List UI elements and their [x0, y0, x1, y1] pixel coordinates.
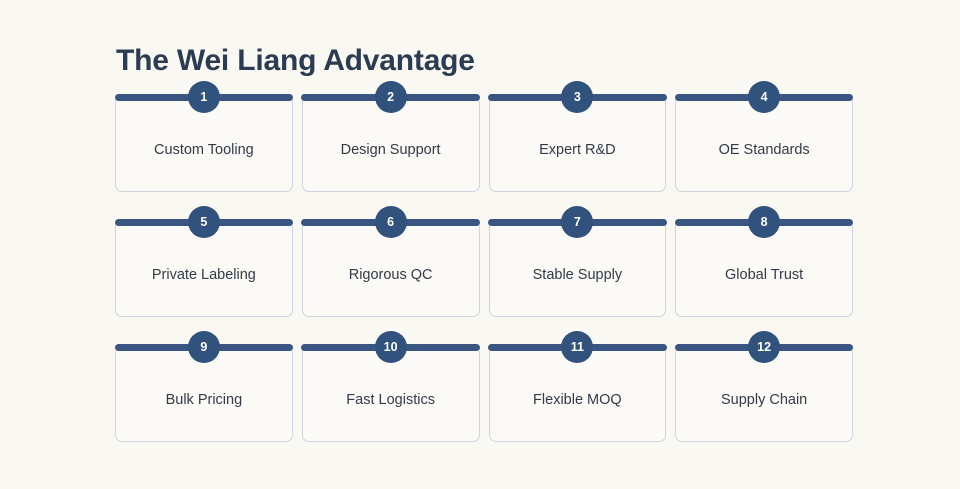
card-label: Flexible MOQ	[533, 392, 622, 408]
card-number-badge: 5	[187, 206, 220, 238]
card-label: Expert R&D	[539, 142, 616, 158]
card-label: Bulk Pricing	[165, 392, 243, 408]
advantage-card[interactable]: 6 Rigorous QC	[301, 206, 480, 317]
card-label: Private Labeling	[151, 267, 256, 283]
advantage-card[interactable]: 2 Design Support	[301, 81, 480, 192]
card-label: Fast Logistics	[346, 392, 435, 408]
card-label: Stable Supply	[532, 267, 623, 283]
card-number-badge: 1	[187, 81, 220, 113]
card-number-badge: 6	[374, 206, 407, 238]
card-label: Design Support	[340, 142, 441, 158]
card-number-badge: 2	[374, 81, 407, 113]
card-label: Custom Tooling	[154, 142, 254, 158]
card-number-badge: 4	[748, 81, 781, 113]
card-label: Supply Chain	[721, 392, 808, 408]
advantage-card[interactable]: 10 Fast Logistics	[301, 331, 480, 442]
advantage-card[interactable]: 8 Global Trust	[674, 206, 854, 317]
card-number-badge: 11	[561, 331, 594, 363]
advantage-card[interactable]: 1 Custom Tooling	[114, 81, 294, 192]
card-number-badge: 10	[374, 331, 407, 363]
advantage-card[interactable]: 3 Expert R&D	[488, 81, 667, 192]
advantage-card[interactable]: 11 Flexible MOQ	[488, 331, 667, 442]
advantage-card[interactable]: 12 Supply Chain	[674, 331, 854, 442]
card-number-badge: 3	[561, 81, 594, 113]
card-number-badge: 7	[561, 206, 594, 238]
advantage-card[interactable]: 7 Stable Supply	[488, 206, 667, 317]
advantage-card[interactable]: 9 Bulk Pricing	[114, 331, 294, 442]
advantage-card[interactable]: 4 OE Standards	[674, 81, 854, 192]
card-number-badge: 9	[187, 331, 220, 363]
card-label: Global Trust	[725, 267, 804, 283]
card-label: Rigorous QC	[348, 267, 433, 283]
card-number-badge: 12	[748, 331, 781, 363]
card-label: OE Standards	[718, 142, 810, 158]
card-number-badge: 8	[748, 206, 781, 238]
advantage-card-grid: 1 Custom Tooling 2 Design Support 3 Expe…	[114, 81, 854, 442]
advantage-card[interactable]: 5 Private Labeling	[114, 206, 294, 317]
page-title: The Wei Liang Advantage	[116, 44, 475, 78]
